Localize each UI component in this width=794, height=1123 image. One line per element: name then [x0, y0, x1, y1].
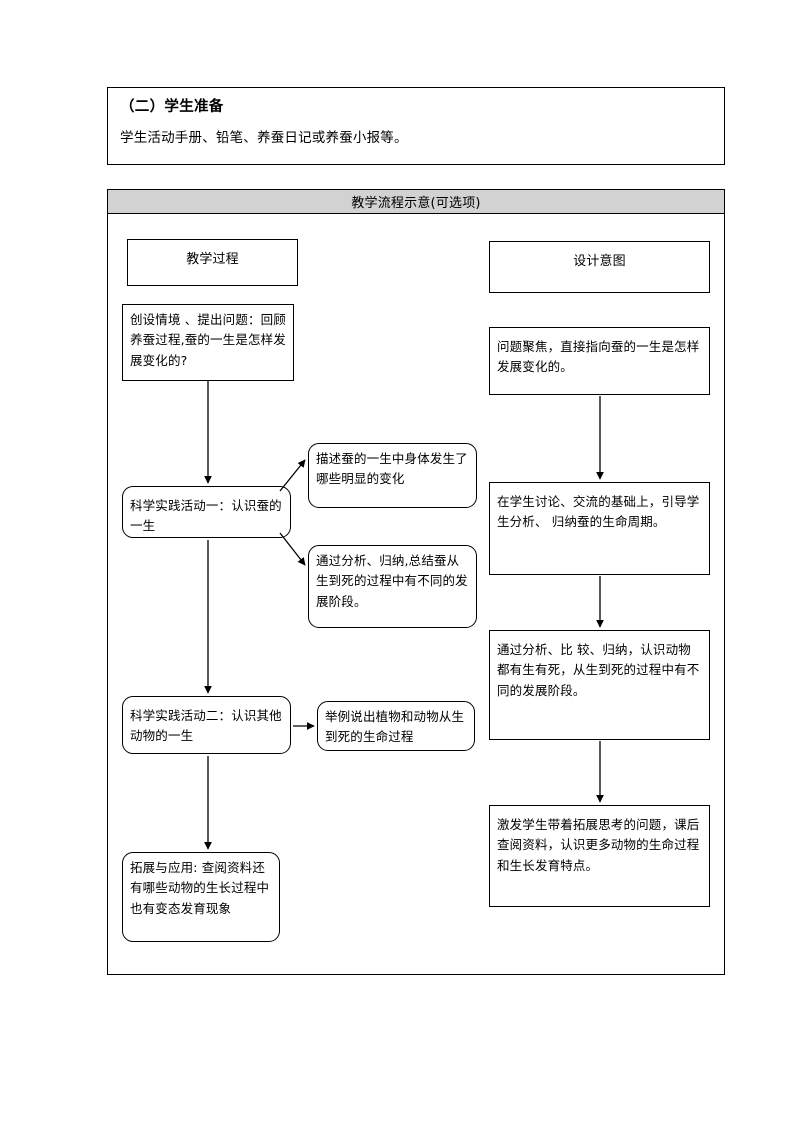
student-preparation-table: （二）学生准备 学生活动手册、铅笔、养蚕日记或养蚕小报等。	[107, 87, 725, 165]
flow-node-activity-2-output-1: 举例说出植物和动物从生到死的生命过程	[317, 701, 475, 751]
column-header-left: 教学过程	[127, 239, 298, 286]
teaching-flow-table: 教学流程示意(可选项) 教学过程 设计意图 创设情境 、提出问题：回顾养蚕过程,…	[107, 189, 725, 975]
teaching-flow-title: 教学流程示意(可选项)	[351, 196, 481, 211]
column-header-left-label: 教学过程	[186, 252, 239, 267]
teaching-flow-title-bar: 教学流程示意(可选项)	[108, 190, 724, 214]
student-preparation-heading: （二）学生准备	[120, 99, 224, 115]
column-header-right: 设计意图	[489, 241, 710, 293]
flow-node-intent-2: 在学生讨论、交流的基础上，引导学生分析、 归纳蚕的生命周期。	[489, 482, 710, 575]
flow-node-activity-1-output-1: 描述蚕的一生中身体发生了哪些明显的变化	[308, 443, 477, 508]
arrow-activity-1-to-output-2	[279, 532, 306, 566]
flow-node-situation: 创设情境 、提出问题：回顾养蚕过程,蚕的一生是怎样发展变化的?	[122, 304, 294, 381]
flow-node-activity-1-output-2: 通过分析、归纳,总结蚕从生到死的过程中有不同的发展阶段。	[308, 545, 477, 628]
flow-node-activity-2: 科学实践活动二：认识其他动物的一生	[122, 696, 291, 754]
student-preparation-body: 学生活动手册、铅笔、养蚕日记或养蚕小报等。	[120, 130, 408, 146]
flow-node-intent-1: 问题聚焦，直接指向蚕的一生是怎样发展变化的。	[489, 327, 710, 395]
flow-node-intent-4: 激发学生带着拓展思考的问题，课后查阅资料，认识更多动物的生命过程和生长发育特点。	[489, 805, 710, 907]
column-header-right-label: 设计意图	[573, 254, 626, 269]
flow-node-activity-1: 科学实践活动一：认识蚕的一生	[122, 486, 291, 538]
flow-node-intent-3: 通过分析、比 较、归纳，认识动物都有生有死，从生到死的过程中有不同的发展阶段。	[489, 630, 710, 740]
flow-chart-canvas: 教学过程 设计意图 创设情境 、提出问题：回顾养蚕过程,蚕的一生是怎样发展变化的…	[108, 215, 724, 974]
flow-node-extension: 拓展与应用: 查阅资料还有哪些动物的生长过程中也有变态发育现象	[122, 852, 280, 942]
